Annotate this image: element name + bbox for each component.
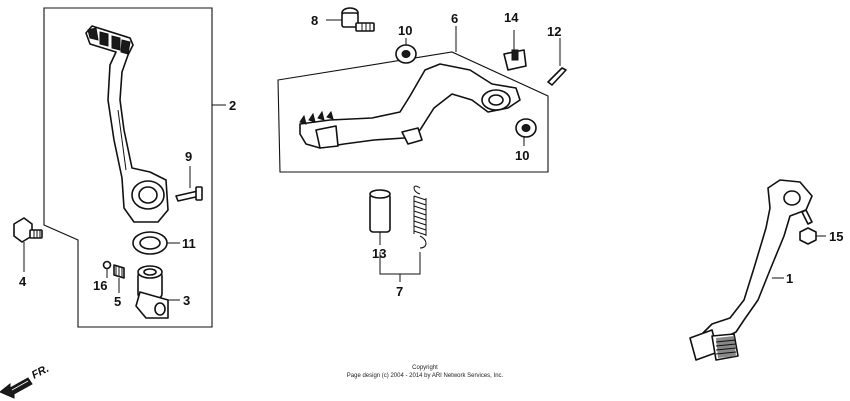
pivot-bolt-8 [341,7,375,32]
callout-2: 2 [229,98,236,113]
callout-1: 1 [786,271,793,286]
brake-pedal-frame [277,51,549,173]
callout-14: 14 [504,10,519,25]
callout-4: 4 [19,274,27,289]
return-spring [413,185,427,249]
callout-15: 15 [829,229,843,244]
sleeve-13 [369,189,391,233]
spring-5 [113,264,125,279]
front-direction-arrow [0,377,33,399]
spindle-3 [135,265,169,319]
bolt-9 [175,186,203,202]
bolt-4 [13,217,43,243]
callout-3: 3 [183,293,190,308]
gearshift-pedal [689,179,813,361]
callout-6: 6 [451,11,458,26]
callout-9: 9 [185,149,192,164]
copyright-line-1: Copyright [412,365,438,371]
callout-13: 13 [372,246,386,261]
bracket-7 [379,252,421,282]
callout-12: 12 [547,24,561,39]
kickstarter-assembly-frame [43,7,213,328]
callout-11: 11 [182,236,196,251]
callout-10-bottom: 10 [515,148,529,163]
callout-10-top: 10 [398,23,412,38]
callout-5: 5 [114,294,121,309]
callout-8: 8 [311,13,318,28]
kick-starter-arm [85,25,169,223]
copyright-line-2: Page design (c) 2004 - 2014 by ARI Netwo… [347,373,504,379]
brake-pedal [299,63,521,149]
bolt-15 [799,209,817,245]
seal-11 [132,231,168,255]
front-direction-label: FR. [30,363,51,382]
clip-14 [503,49,527,71]
collar-10-bottom [515,118,537,138]
collar-10-top [395,44,417,64]
callout-7: 7 [396,284,403,299]
ball-16 [102,260,112,270]
cotter-pin-12 [547,67,567,86]
callout-16: 16 [93,278,107,293]
